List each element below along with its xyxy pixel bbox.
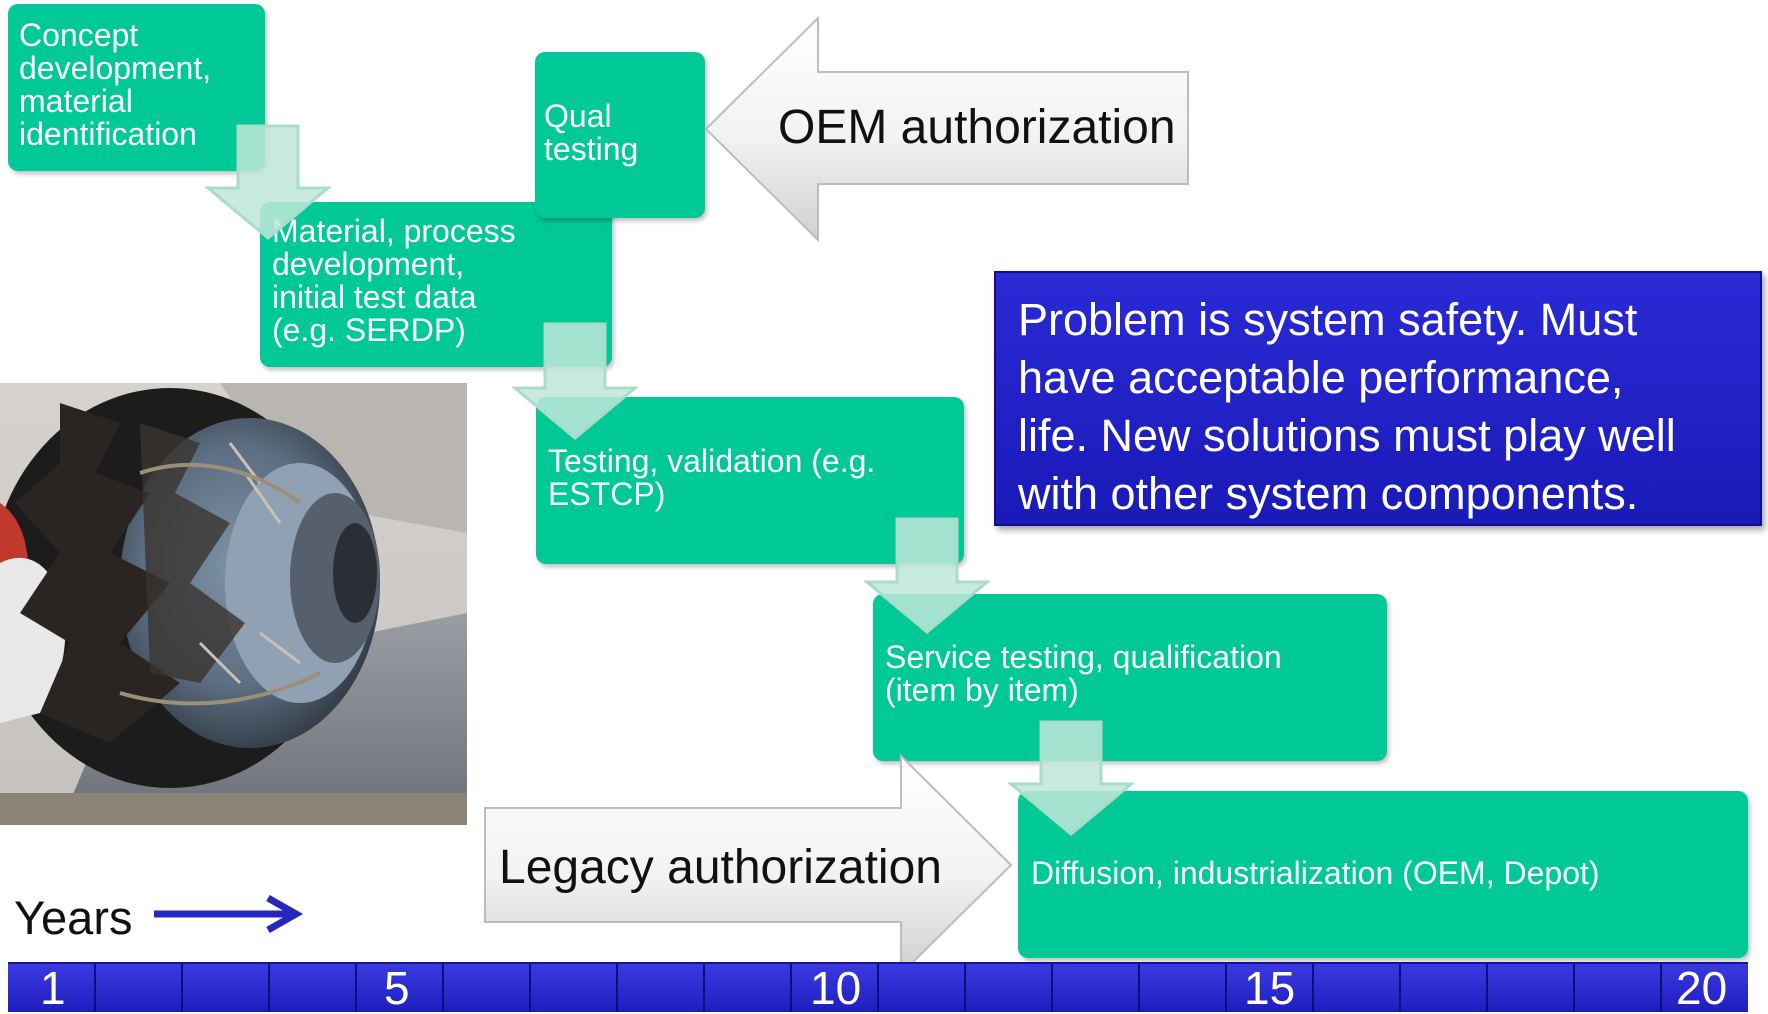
concept-line-1: Concept [19, 17, 139, 53]
flow-arrow-2 [512, 322, 638, 440]
flow-arrow-4 [1008, 720, 1134, 836]
years-arrow-icon [154, 894, 304, 934]
timeline-tick [1138, 964, 1140, 1012]
timeline-tick-label: 20 [1676, 962, 1728, 1014]
timeline-tick [1660, 964, 1662, 1012]
timeline-tick-label: 10 [810, 962, 862, 1014]
timeline-bar [8, 962, 1748, 1012]
material-line-4: (e.g. SERDP) [272, 312, 466, 348]
timeline-tick [442, 964, 444, 1012]
material-process-box: Material, process development, initial t… [260, 202, 612, 367]
service-line-1: Service testing, qualification [885, 639, 1282, 675]
material-line-3: initial test data [272, 279, 477, 315]
concept-line-4: identification [19, 116, 197, 152]
testing-validation-box: Testing, validation (e.g. ESTCP) [536, 397, 964, 564]
legacy-authorization-label: Legacy authorization [499, 841, 942, 894]
material-line-1: Material, process [272, 213, 516, 249]
timeline-tick-label: 5 [384, 962, 410, 1014]
qual-line-1: Qual [544, 98, 612, 134]
material-line-2: development, [272, 246, 465, 282]
timeline-tick [355, 964, 357, 1012]
callout-line-3: life. New solutions must play well [1018, 410, 1676, 461]
qual-testing-box: Qual testing [535, 52, 705, 218]
callout-line-4: with other system components. [1018, 468, 1639, 519]
timeline-tick [1486, 964, 1488, 1012]
timeline-tick [1225, 964, 1227, 1012]
diffusion-box: Diffusion, industrialization (OEM, Depot… [1018, 791, 1748, 958]
timeline-tick-label: 1 [40, 962, 66, 1014]
years-axis-label: Years [14, 891, 133, 944]
flow-arrow-1 [205, 124, 331, 240]
callout-line-2: have acceptable performance, [1018, 352, 1624, 403]
testing-line-2: ESTCP) [548, 476, 666, 512]
problem-callout: Problem is system safety. Must have acce… [994, 271, 1762, 526]
oem-authorization-label: OEM authorization [778, 101, 1176, 154]
diffusion-line-1: Diffusion, industrialization (OEM, Depot… [1031, 855, 1600, 891]
timeline-tick [1051, 964, 1053, 1012]
timeline-tick [1312, 964, 1314, 1012]
concept-development-box: Concept development, material identifica… [8, 4, 265, 171]
timeline-tick [94, 964, 96, 1012]
timeline-tick [790, 964, 792, 1012]
timeline-tick [616, 964, 618, 1012]
legacy-authorization-arrow [484, 753, 1013, 977]
service-testing-box: Service testing, qualification (item by … [873, 594, 1387, 761]
callout-line-1: Problem is system safety. Must [1018, 294, 1638, 345]
concept-line-2: development, [19, 50, 212, 86]
timeline-tick [964, 964, 966, 1012]
qual-line-2: testing [544, 131, 639, 167]
flow-arrow-3 [864, 517, 990, 634]
timeline-tick [1573, 964, 1575, 1012]
timeline-tick [703, 964, 705, 1012]
timeline-tick [181, 964, 183, 1012]
damaged-engine-photo [0, 383, 467, 825]
timeline-tick [1399, 964, 1401, 1012]
timeline-tick [529, 964, 531, 1012]
concept-line-3: material [19, 83, 133, 119]
timeline-tick [877, 964, 879, 1012]
testing-line-1: Testing, validation (e.g. [548, 443, 876, 479]
timeline-tick [268, 964, 270, 1012]
oem-authorization-arrow [704, 15, 1189, 243]
service-line-2: (item by item) [885, 672, 1079, 708]
timeline-tick-label: 15 [1244, 962, 1296, 1014]
